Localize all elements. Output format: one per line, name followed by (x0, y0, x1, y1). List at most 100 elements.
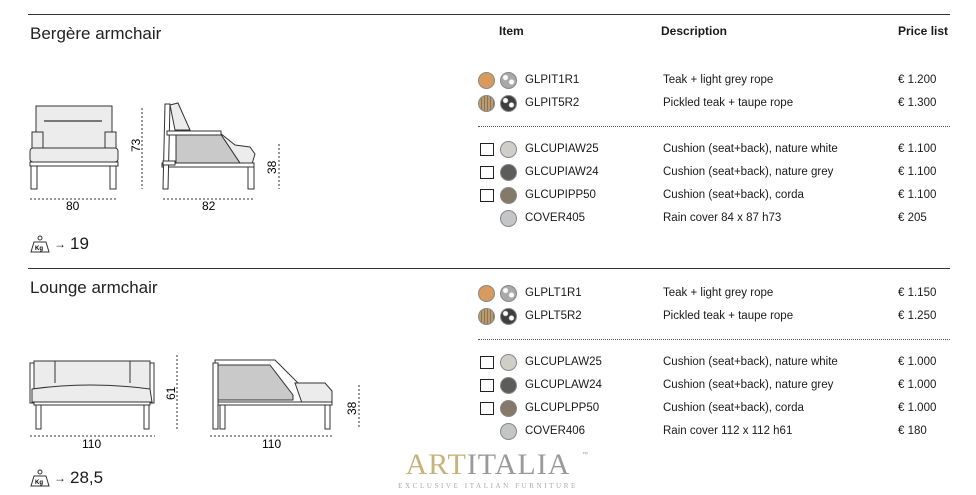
row-description: Pickled teak + taupe rope (663, 97, 794, 109)
row-price: € 205 (898, 212, 927, 224)
table-row: GLPIT1R1 Teak + light grey rope € 1.200 (478, 71, 948, 91)
kg-weight-icon: Kg (30, 469, 50, 487)
pickled-swatch-icon (478, 95, 495, 112)
row-price: € 1.300 (898, 97, 937, 109)
table-row: GLPLT5R2 Pickled teak + taupe rope € 1.250 (478, 307, 948, 327)
cushion-icon (480, 356, 494, 369)
table-row: GLPLT1R1 Teak + light grey rope € 1.150 (478, 284, 948, 304)
row-description: Pickled teak + taupe rope (663, 310, 794, 322)
row-description: Teak + light grey rope (663, 287, 774, 299)
product-title-lounge: Lounge armchair (30, 278, 158, 297)
row-description: Rain cover 84 x 87 h73 (663, 212, 782, 224)
row-description: Cushion (seat+back), nature white (663, 143, 838, 155)
white-swatch-icon (500, 141, 517, 158)
header-price: Price list (898, 24, 949, 38)
row-price: € 1.200 (898, 74, 937, 86)
lounge-drawing: 110 110 61 38 (29, 355, 360, 450)
kg-weight-icon: Kg (30, 235, 50, 253)
grey-swatch-icon (500, 164, 517, 181)
row-code: COVER406 (525, 425, 586, 437)
row-price: € 1.150 (898, 287, 937, 299)
cushion-icon (480, 166, 494, 179)
row-price: € 1.250 (898, 310, 937, 322)
row-code: GLPLT1R1 (525, 287, 582, 299)
bergere-drawing: 80 82 73 38 (29, 102, 280, 213)
row-code: GLCUPLAW24 (525, 379, 602, 391)
svg-text:Kg: Kg (35, 480, 43, 486)
row-price: € 1.100 (898, 166, 937, 178)
row-code: GLCUPIAW24 (525, 166, 599, 178)
dim-seat: 38 (345, 401, 359, 415)
white-swatch-icon (500, 354, 517, 371)
row-code: GLCUPLAW25 (525, 356, 602, 368)
corda-swatch-icon (500, 400, 517, 417)
table-row: GLCUPIPP50 Cushion (seat+back), corda € 1.… (478, 186, 948, 206)
cushion-icon (480, 379, 494, 392)
row-price: € 1.000 (898, 356, 937, 368)
dim-height: 73 (129, 138, 143, 152)
corda-swatch-icon (500, 187, 517, 204)
row-code: GLCUPIPP50 (525, 189, 596, 201)
dim-depth: 82 (202, 199, 216, 213)
teak-swatch-icon (478, 72, 495, 89)
row-code: GLPIT5R2 (525, 97, 580, 109)
table-row: COVER405 Rain cover 84 x 87 h73 € 205 (478, 209, 948, 229)
dim-width: 80 (66, 199, 80, 213)
row-description: Cushion (seat+back), nature grey (663, 166, 834, 178)
cushion-icon (480, 189, 494, 202)
dim-width: 110 (82, 437, 101, 450)
table-row: GLCUPIAW24 Cushion (seat+back), nature gr… (478, 163, 948, 183)
dim-height: 61 (164, 386, 178, 400)
row-price: € 1.100 (898, 189, 937, 201)
table-row: GLCUPLAW25 Cushion (seat+back), nature wh… (478, 353, 948, 373)
weight-bergere: Kg → 19 (30, 234, 89, 254)
top-rule (28, 14, 950, 15)
row-price: € 1.000 (898, 402, 937, 414)
svg-text:Kg: Kg (35, 246, 43, 252)
cover-swatch-icon (500, 210, 517, 227)
cover-swatch-icon (500, 423, 517, 440)
product-title-bergere: Bergère armchair (30, 24, 162, 43)
table-row: GLCUPIAW25 Cushion (seat+back), nature wh… (478, 140, 948, 160)
rope-taupe-swatch-icon (500, 308, 517, 325)
row-code: GLPLT5R2 (525, 310, 582, 322)
cushion-icon (480, 402, 494, 415)
section-divider (28, 268, 950, 269)
artitalia-logo: ARTITALIA ™ EXCLUSIVE ITALIAN FURNITURE (398, 448, 588, 491)
grey-swatch-icon (500, 377, 517, 394)
table-row: GLCUPLAW24 Cushion (seat+back), nature gr… (478, 376, 948, 396)
dim-seat: 38 (265, 160, 279, 174)
dotted-divider (478, 126, 950, 127)
table-row: GLPIT5R2 Pickled teak + taupe rope € 1.300 (478, 94, 948, 114)
dim-depth: 110 (262, 437, 281, 450)
table-row: COVER406 Rain cover 112 x 112 h61 € 180 (478, 422, 948, 442)
row-price: € 180 (898, 425, 927, 437)
table-row: GLCUPLPP50 Cushion (seat+back), corda € 1.… (478, 399, 948, 419)
weight-value: 28,5 (70, 468, 104, 487)
row-price: € 1.100 (898, 143, 937, 155)
rope-light-swatch-icon (500, 285, 517, 302)
cushion-icon (480, 143, 494, 156)
row-description: Cushion (seat+back), nature grey (663, 379, 834, 391)
row-description: Teak + light grey rope (663, 74, 774, 86)
arrow: → (54, 471, 66, 485)
teak-swatch-icon (478, 285, 495, 302)
rope-light-swatch-icon (500, 72, 517, 89)
row-code: GLPIT1R1 (525, 74, 580, 86)
row-code: COVER405 (525, 212, 586, 224)
row-price: € 1.000 (898, 379, 937, 391)
row-description: Cushion (seat+back), corda (663, 189, 804, 201)
pickled-swatch-icon (478, 308, 495, 325)
dotted-divider (478, 339, 950, 340)
row-description: Rain cover 112 x 112 h61 (663, 425, 793, 437)
weight-value: 19 (70, 234, 89, 253)
row-code: GLCUPLPP50 (525, 402, 600, 414)
row-description: Cushion (seat+back), corda (663, 402, 804, 414)
weight-lounge: Kg → 28,5 (30, 468, 103, 488)
row-description: Cushion (seat+back), nature white (663, 356, 838, 368)
header-description: Description (661, 24, 728, 38)
header-item: Item (499, 24, 524, 38)
row-code: GLCUPIAW25 (525, 143, 599, 155)
arrow: → (54, 237, 66, 251)
rope-taupe-swatch-icon (500, 95, 517, 112)
